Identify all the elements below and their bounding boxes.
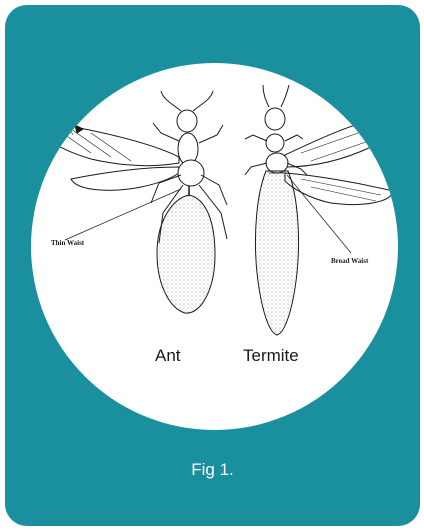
termite-leg: [285, 135, 303, 141]
ant-antenna-right: [193, 91, 213, 111]
termite-label: Termite: [243, 346, 299, 365]
ant-leg: [153, 123, 179, 141]
termite-head: [265, 108, 285, 130]
figure-caption: Fig 1.: [5, 460, 420, 480]
ant-drawing: [40, 91, 227, 313]
figure-card: Thin Waist Broad Waist Ant Termite Fig 1…: [5, 5, 420, 526]
ant-head: [177, 110, 197, 132]
termite-mesothorax: [266, 153, 288, 173]
ant-waist-label: Thin Waist: [51, 239, 85, 247]
ant-antenna-left: [161, 91, 181, 111]
termite-antenna-right: [281, 85, 289, 107]
termite-abdomen: [255, 171, 298, 335]
termite-drawing: [245, 85, 393, 335]
termite-antenna-left: [263, 85, 269, 107]
termite-leg: [245, 135, 267, 141]
ant-abdomen: [157, 195, 215, 313]
ant-wing-lower-left: [71, 167, 179, 190]
termite-waist-label: Broad Waist: [331, 257, 369, 265]
ant-label: Ant: [155, 346, 181, 365]
termite-leg: [245, 163, 267, 175]
termite-wing-lower-right: [285, 173, 393, 205]
ant-mesothorax: [178, 160, 204, 186]
ant-wing-upper-left: [40, 121, 179, 166]
ant-leg: [199, 125, 223, 143]
termite-wing-upper-right: [285, 115, 393, 167]
ant-leg: [201, 175, 227, 205]
ant-termite-illustration: Thin Waist Broad Waist Ant Termite: [31, 63, 398, 430]
illustration-circle: Thin Waist Broad Waist Ant Termite: [31, 63, 398, 430]
termite-thorax: [266, 134, 284, 152]
